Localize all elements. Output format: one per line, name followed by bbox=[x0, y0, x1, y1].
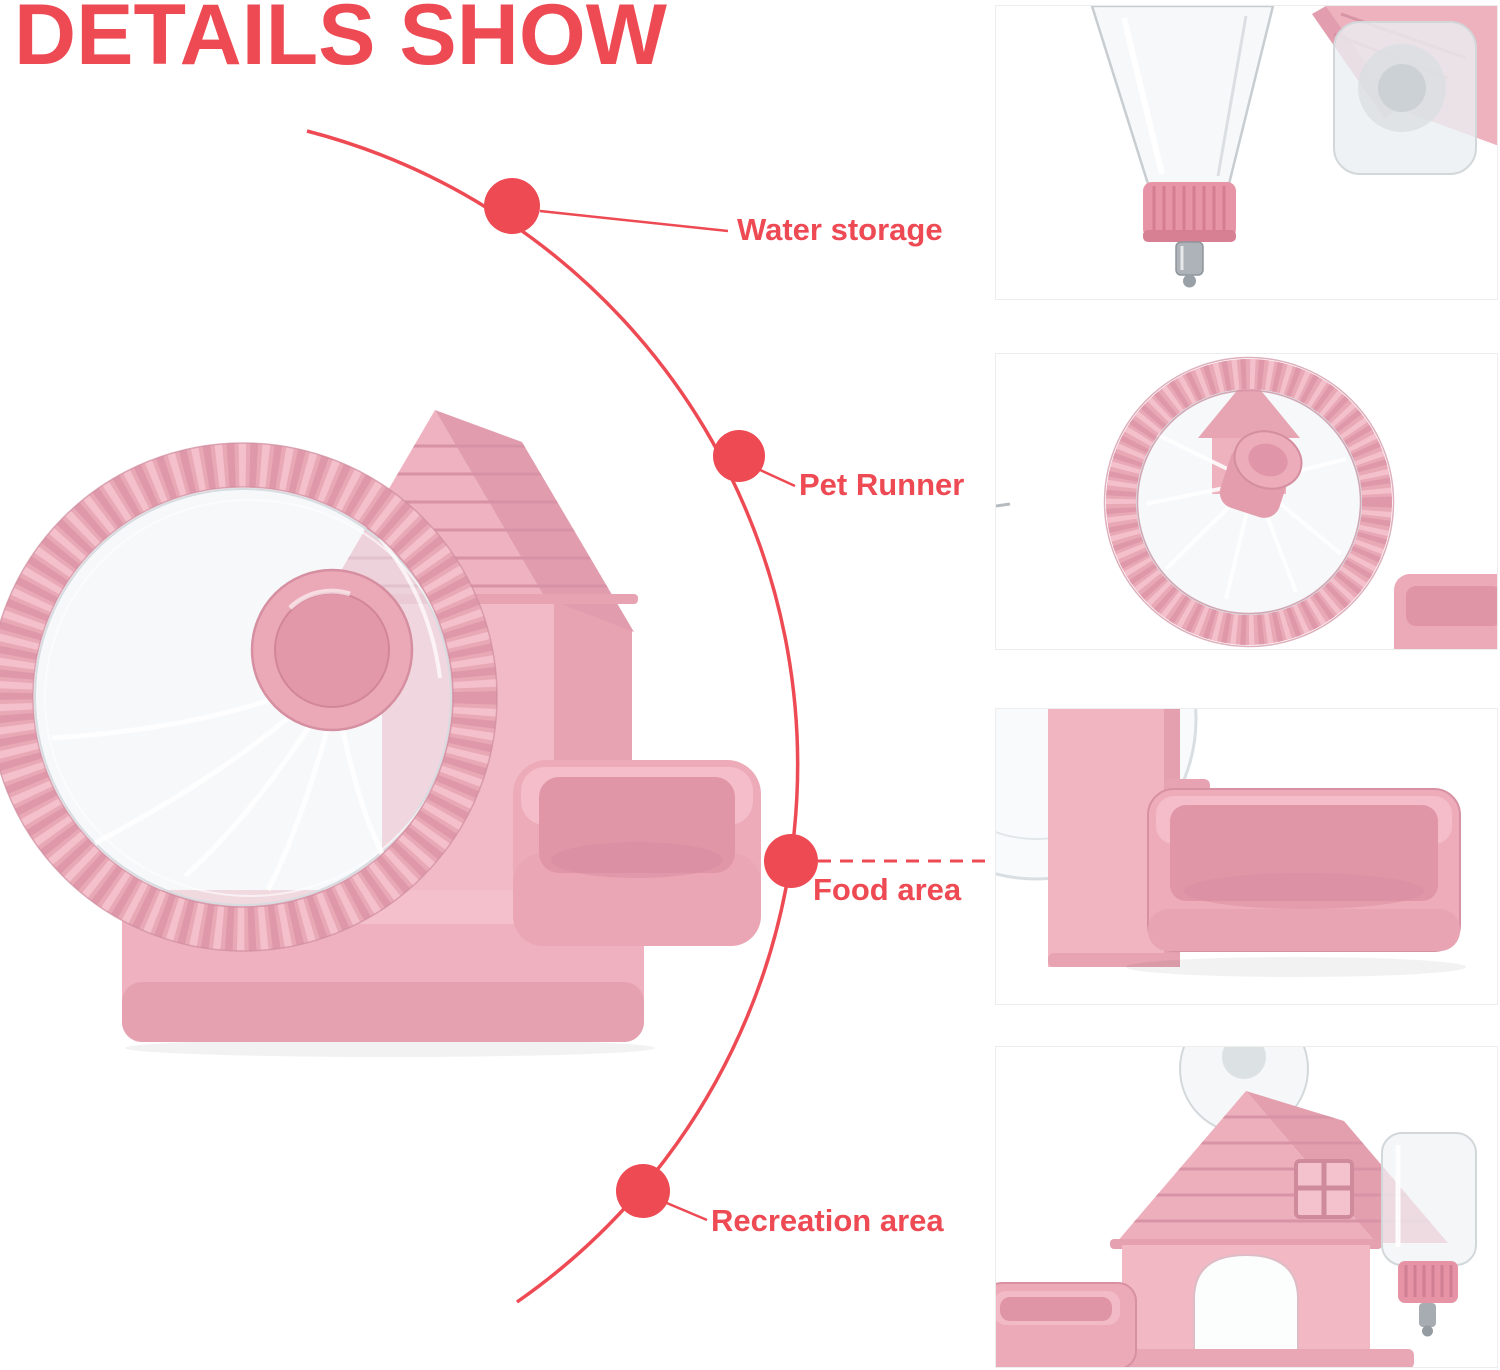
connector-water-storage bbox=[539, 209, 729, 233]
callout-label-water-storage: Water storage bbox=[737, 212, 943, 247]
running-wheel-shape bbox=[0, 442, 498, 952]
food-bowl-shape bbox=[1126, 779, 1466, 977]
pet-runner-illustration bbox=[996, 356, 1497, 649]
main-product-photo bbox=[0, 398, 780, 1058]
detail-photo-water-storage bbox=[995, 5, 1498, 300]
bottle-cap-shape bbox=[1143, 182, 1236, 242]
house-door-shape bbox=[1193, 1253, 1299, 1367]
house-window-shape bbox=[1294, 1159, 1354, 1219]
axle-wire-shape bbox=[996, 502, 1011, 508]
detail-photo-food-area bbox=[995, 708, 1498, 1005]
recreation-area-illustration bbox=[996, 1047, 1477, 1367]
callout-label-recreation-area: Recreation area bbox=[711, 1203, 944, 1238]
water-storage-illustration bbox=[1090, 6, 1497, 288]
bowl-corner-shape bbox=[996, 1282, 1137, 1367]
food-bowl-shape bbox=[513, 760, 761, 946]
page-title: DETAILS SHOW bbox=[14, 0, 667, 83]
main-product-illustration bbox=[0, 410, 761, 1057]
food-area-illustration bbox=[996, 709, 1466, 977]
callout-dot-recreation-area bbox=[616, 1164, 670, 1218]
connector-recreation-area bbox=[661, 1199, 708, 1222]
callout-label-pet-runner: Pet Runner bbox=[799, 467, 965, 502]
detail-photo-recreation-area bbox=[995, 1046, 1498, 1368]
water-nozzle-shape bbox=[1175, 241, 1204, 288]
callout-label-food-area: Food area bbox=[813, 872, 962, 907]
detail-photo-pet-runner bbox=[995, 353, 1498, 650]
callout-dot-water-storage bbox=[484, 178, 540, 234]
water-bottle-shape bbox=[1090, 6, 1275, 186]
bowl-corner-shape bbox=[1394, 574, 1497, 649]
water-nozzle-shape bbox=[1419, 1303, 1436, 1327]
water-bottle-shape bbox=[1381, 1132, 1477, 1337]
wheel-ring-shape bbox=[996, 356, 1395, 648]
spare-bottle-shape bbox=[1333, 21, 1477, 175]
wheel-hub-shape bbox=[1219, 430, 1303, 518]
